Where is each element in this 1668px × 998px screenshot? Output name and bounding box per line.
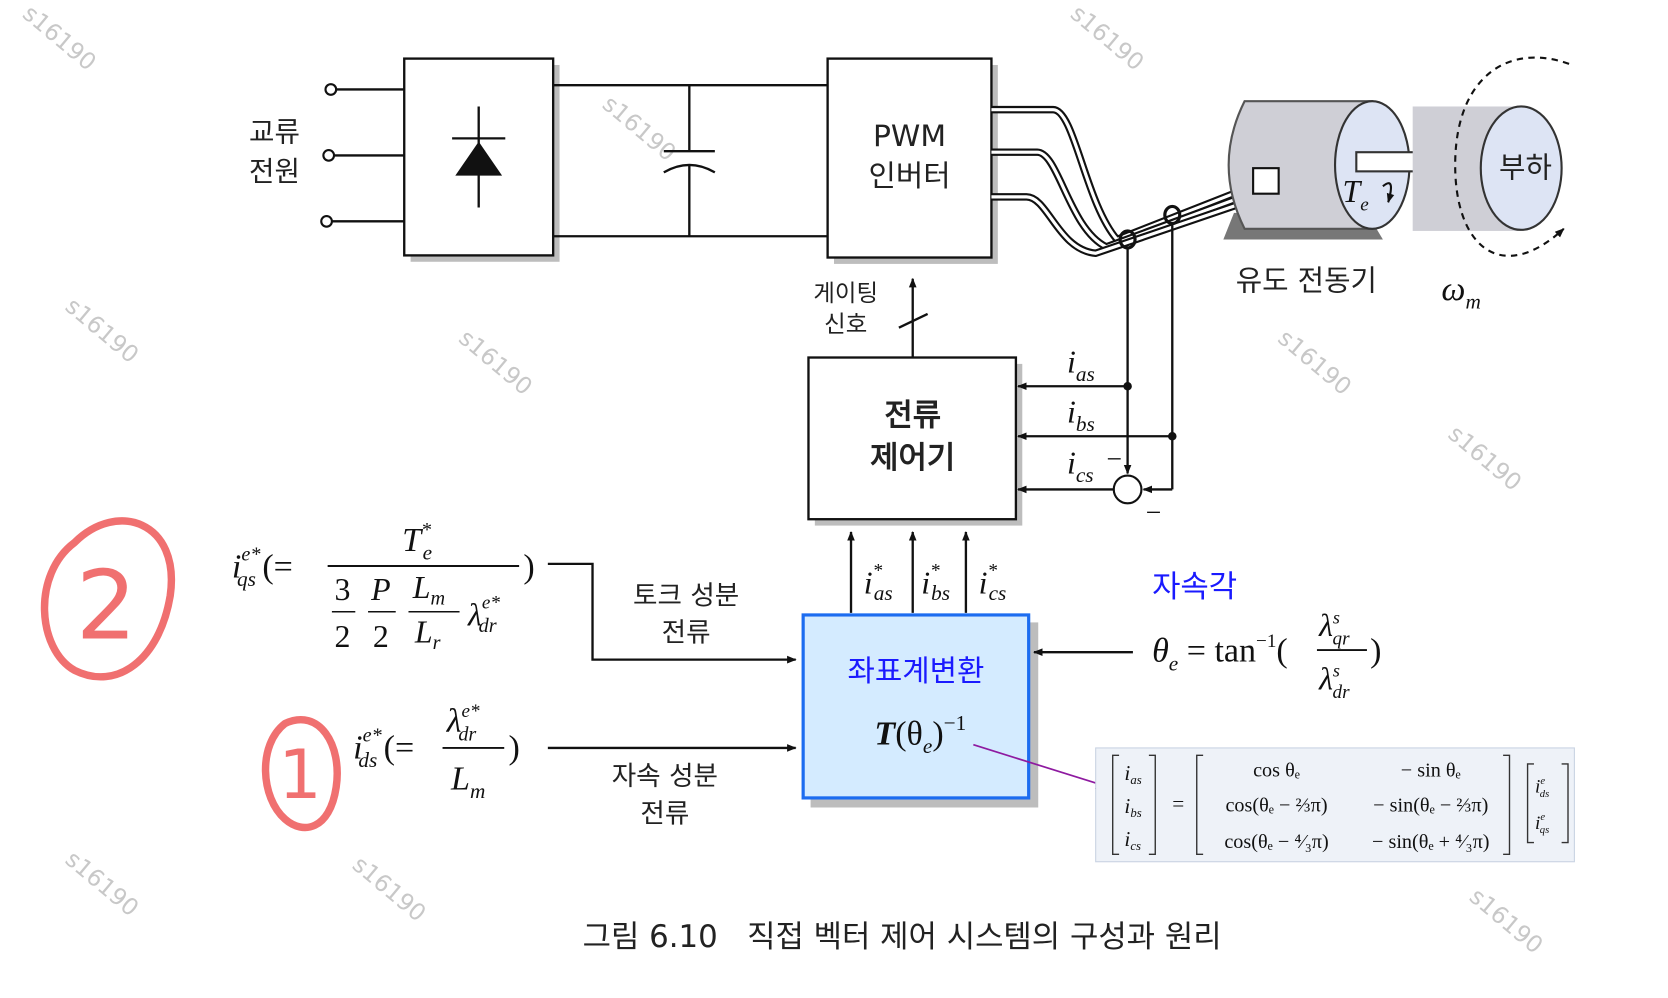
watermark: s16190: [1273, 324, 1357, 401]
feedback-ics: ics: [1067, 445, 1094, 487]
terminal-icon: [320, 214, 333, 228]
load: 부하 ωm: [1412, 56, 1570, 314]
feedback-ias: ias: [1067, 344, 1095, 386]
watermark: s16190: [1443, 419, 1527, 496]
handwritten-annotation-2: 2: [40, 517, 176, 681]
flux-angle-equation: θe = tan−1(: [1152, 631, 1288, 675]
torque-current-equation: ie*qs(= T*e 3 2 P 2 Lm Lr λe*dr ): [232, 519, 535, 654]
annotation-number-2: 2: [76, 549, 137, 661]
iqs-lambda: λe*dr: [467, 593, 500, 637]
ids-numerator: λe*dr: [446, 701, 480, 745]
source-label-line1: 교류: [249, 116, 300, 149]
matrix-lhs-ics: ics: [1124, 827, 1141, 853]
flux-angle-label: 자속각: [1152, 569, 1237, 605]
terminal-icon: [322, 149, 336, 162]
iqs-lhs: ie*qs(=: [232, 544, 293, 592]
matrix-equals: =: [1172, 792, 1184, 816]
iqs-f3-num: Lm: [412, 570, 445, 609]
iqs-numerator: T*e: [402, 519, 432, 564]
iqs-close: ): [523, 549, 534, 586]
ids-denominator: Lm: [450, 760, 485, 803]
induction-motor: Te 유도 전동기: [1223, 100, 1411, 298]
terminal-icon: [324, 83, 338, 96]
watermark: s16190: [454, 324, 538, 401]
flux-current-label-line2: 전류: [640, 798, 689, 829]
rectifier-block: [403, 57, 560, 262]
current-feedback: − − ias ibs ics: [1017, 223, 1177, 527]
terminal-box-icon: [1252, 167, 1280, 195]
flux-current-equation: ie*ds(= λe*dr Lm ): [353, 701, 520, 803]
summing-junction-icon: [1112, 474, 1143, 505]
pointer-arrow: [973, 743, 1111, 789]
transform-title: 좌표계변환: [847, 654, 984, 689]
handwritten-annotation-1: 1: [261, 715, 341, 832]
torque-current-label-line1: 토크 성분: [633, 580, 739, 611]
matrix-lhs-ibs: ibs: [1124, 794, 1141, 820]
annotation-number-1: 1: [278, 736, 321, 815]
rotation-arrow-icon: [1454, 56, 1570, 257]
figure-caption: 그림 6.10 직접 벡터 제어 시스템의 구성과 원리: [583, 919, 1222, 955]
watermark: s16190: [347, 850, 431, 927]
controller-label-line1: 전류: [884, 398, 941, 434]
diode-icon: [452, 106, 506, 208]
current-controller-block: 전류 제어기: [807, 356, 1023, 526]
watermark: s16190: [597, 90, 681, 167]
motor-label: 유도 전동기: [1236, 264, 1377, 298]
ids-close: ): [508, 730, 519, 767]
reference-ias: i*as: [864, 561, 893, 605]
load-label: 부하: [1499, 151, 1552, 185]
gating-signal: 게이팅 신호: [813, 277, 929, 357]
watermark: s16190: [1464, 882, 1548, 959]
matrix-cell: cos(θₑ − ⅔π): [1225, 795, 1327, 817]
speed-symbol: ωm: [1441, 271, 1480, 314]
source-label-line2: 전원: [249, 155, 300, 188]
matrix-cell: − sin(θₑ + ⁴⁄₃π): [1372, 831, 1490, 853]
iqs-f2-den: 2: [373, 619, 389, 654]
ids-lhs: ie*ds(=: [353, 725, 414, 773]
minus-sign: −: [1146, 496, 1162, 527]
iqs-f1-den: 2: [335, 619, 351, 654]
coordinate-transform-block: 좌표계변환 T(θe)−1: [801, 613, 1039, 808]
reference-ibs: i*bs: [921, 561, 950, 605]
gating-label-line2: 신호: [824, 310, 867, 338]
matrix-lhs-ias: ias: [1124, 761, 1141, 787]
minus-sign: −: [1106, 443, 1122, 474]
reference-ics: i*cs: [979, 561, 1007, 605]
transform-matrix: ias ibs ics = cos θₑ − sin θₑ cos(θₑ − ⅔…: [1095, 747, 1575, 863]
gating-label-line1: 게이팅: [813, 279, 878, 307]
matrix-cell: − sin θₑ: [1401, 760, 1461, 782]
matrix-cell: − sin(θₑ − ⅔π): [1373, 795, 1488, 817]
matrix-cell: cos(θₑ − ⁴⁄₃π): [1224, 831, 1328, 853]
iqs-f2-num: P: [370, 572, 391, 607]
torque-symbol: Te: [1342, 174, 1369, 216]
ac-source: 교류 전원: [249, 83, 405, 228]
watermark: s16190: [60, 845, 144, 922]
flux-angle-close: ): [1370, 633, 1381, 670]
feedback-ibs: ibs: [1067, 394, 1095, 436]
watermark: s16190: [60, 292, 144, 369]
inverter-label-line1: PWM: [873, 119, 946, 154]
iqs-f3-den: Lr: [414, 615, 441, 654]
inverter-label-line2: 인버터: [868, 159, 950, 194]
pwm-inverter-block: PWM 인버터: [826, 57, 998, 264]
shaft-icon: [1355, 151, 1422, 173]
flux-current-label-line1: 자속 성분: [612, 761, 718, 792]
three-phase-lines: [991, 105, 1278, 258]
dc-link-capacitor: [553, 84, 828, 238]
watermark: s16190: [17, 0, 101, 76]
reference-currents: i*as i*bs i*cs: [847, 531, 1007, 613]
iqs-f1-num: 3: [335, 572, 351, 607]
transform-formula: T(θe)−1: [874, 711, 966, 758]
watermark: s16190: [1065, 0, 1149, 76]
torque-current-label-line2: 전류: [662, 618, 711, 649]
controller-label-line2: 제어기: [870, 440, 955, 476]
matrix-cell: cos θₑ: [1253, 760, 1300, 782]
